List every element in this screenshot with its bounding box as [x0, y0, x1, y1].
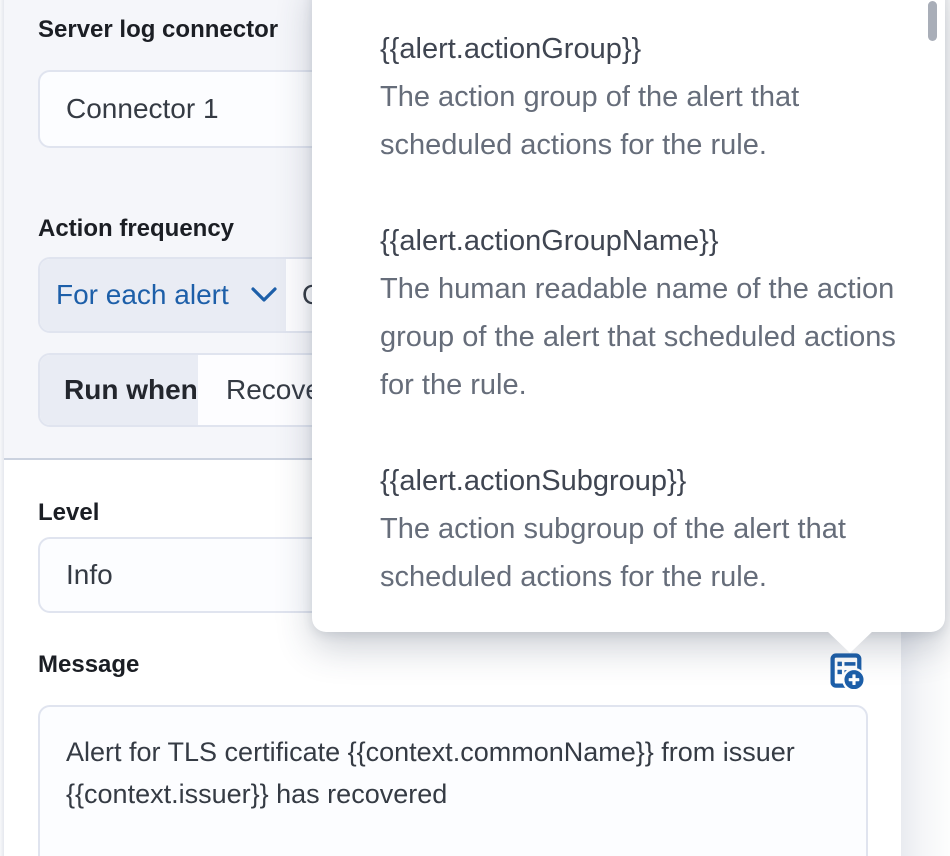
variable-name[interactable]: {{alert.actionGroupName}}	[380, 225, 719, 257]
message-textarea[interactable]: Alert for TLS certificate {{context.comm…	[38, 705, 868, 856]
variable-description: The human readable name of the action gr…	[380, 273, 896, 401]
panel-left-shadow	[0, 0, 4, 856]
run-when-prepend-label: Run when	[40, 355, 198, 425]
panel-title: Server log connector	[38, 16, 279, 43]
notify-when-button-label: For each alert	[56, 279, 229, 310]
message-label: Message	[38, 651, 140, 678]
variable-name[interactable]: {{alert.actionSubgroup}}	[380, 465, 687, 497]
add-variable-icon	[830, 653, 864, 689]
add-rule-variable-button[interactable]	[826, 650, 868, 692]
connector-select-value: Connector 1	[66, 93, 219, 124]
rule-variables-popover: {{alert.actionGroup}} The action group o…	[312, 0, 945, 632]
level-label: Level	[38, 499, 100, 526]
variable-description: The action subgroup of the alert that sc…	[380, 513, 846, 593]
variable-name[interactable]: {{alert.actionGroup}}	[380, 33, 642, 65]
action-frequency-label: Action frequency	[38, 215, 235, 242]
variable-item: {{alert.actionSubgroup}} The action subg…	[380, 457, 905, 601]
notify-when-button[interactable]: For each alert	[40, 259, 286, 331]
variable-item: {{alert.actionGroupName}} The human read…	[380, 217, 905, 409]
chevron-down-icon	[251, 287, 277, 303]
variable-item: {{alert.actionGroup}} The action group o…	[380, 25, 905, 169]
level-select-value: Info	[66, 559, 113, 590]
variable-description: The action group of the alert that sched…	[380, 81, 800, 161]
popover-scrollbar-thumb[interactable]	[928, 1, 937, 41]
